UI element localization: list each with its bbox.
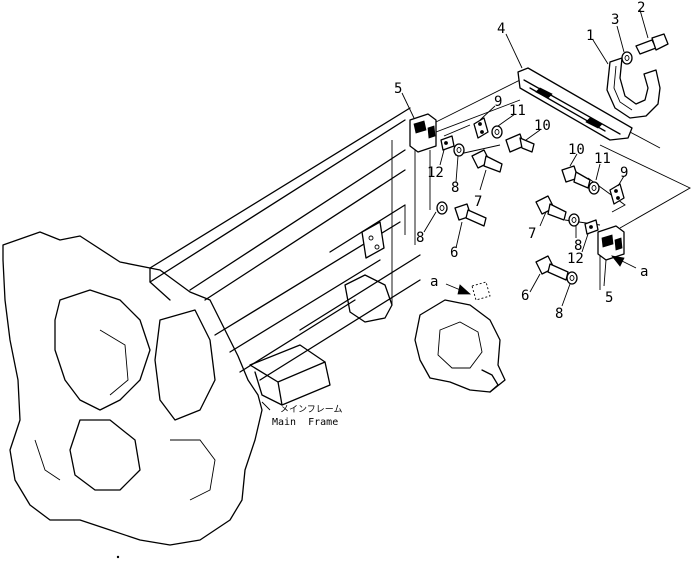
callout-5-right: 5 bbox=[605, 290, 613, 306]
spacer-left bbox=[440, 135, 455, 151]
callout-8-right-lower: 8 bbox=[555, 306, 563, 322]
callout-5-left: 5 bbox=[394, 81, 402, 97]
callout-9-left: 9 bbox=[494, 94, 502, 110]
stray-dot bbox=[116, 555, 120, 559]
washer-8-lower-left bbox=[436, 201, 448, 215]
link-plate-left bbox=[473, 117, 489, 139]
callout-9-right: 9 bbox=[620, 165, 628, 181]
callout-12-left: 12 bbox=[427, 165, 444, 181]
bolt-2 bbox=[635, 33, 669, 55]
callout-11-left: 11 bbox=[509, 103, 526, 119]
callout-labels: 2 3 1 4 5 9 11 10 12 8 7 8 6 10 11 9 7 8… bbox=[394, 0, 648, 322]
view-arrow-a-right bbox=[611, 255, 637, 269]
washer-8-upper-left bbox=[453, 143, 465, 157]
callout-10-right: 10 bbox=[568, 142, 585, 158]
main-frame-label-en: Main Frame bbox=[272, 417, 338, 428]
cover-plate bbox=[517, 67, 633, 141]
washer-8-lower-right bbox=[566, 271, 578, 285]
callout-2: 2 bbox=[637, 0, 645, 16]
bolt-6-right bbox=[535, 255, 569, 281]
callout-7-left: 7 bbox=[474, 194, 482, 210]
bracket-right bbox=[597, 225, 625, 261]
callout-8-right-upper: 8 bbox=[574, 238, 582, 254]
spacer-right bbox=[584, 219, 599, 235]
view-marker-a-right: a bbox=[640, 264, 648, 280]
callout-11-right: 11 bbox=[594, 151, 611, 167]
callout-8-left-lower: 8 bbox=[416, 230, 424, 246]
main-frame-label-jp: メインフレーム bbox=[280, 404, 342, 415]
view-arrow-a-left bbox=[445, 281, 491, 301]
link-plate-right bbox=[609, 183, 625, 205]
callout-1: 1 bbox=[586, 28, 594, 44]
callout-6-right: 6 bbox=[521, 288, 529, 304]
callout-10-left: 10 bbox=[534, 118, 551, 134]
washer-3 bbox=[621, 51, 633, 65]
leader-lines bbox=[401, 9, 649, 307]
view-marker-a-left: a bbox=[430, 274, 438, 290]
washer-8-upper-right bbox=[568, 213, 580, 227]
bracket-left bbox=[409, 113, 437, 153]
callout-7-right: 7 bbox=[528, 226, 536, 242]
bolt-7-right bbox=[535, 195, 567, 221]
main-frame-label: メインフレーム Main Frame bbox=[261, 401, 342, 428]
main-frame bbox=[2, 107, 506, 546]
bolt-10-left bbox=[505, 133, 535, 153]
callout-4: 4 bbox=[497, 21, 505, 37]
bolt-6-left bbox=[454, 203, 487, 227]
callout-3: 3 bbox=[611, 12, 619, 28]
bolt-7-left bbox=[471, 149, 503, 173]
bolt-10-right bbox=[561, 165, 591, 189]
washer-11-left bbox=[491, 125, 503, 139]
u-clamp bbox=[606, 57, 661, 119]
assembly-lines bbox=[414, 79, 691, 290]
callout-12-right: 12 bbox=[567, 251, 584, 267]
callout-8-left-upper: 8 bbox=[451, 180, 459, 196]
washer-11-right bbox=[588, 181, 600, 195]
callout-6-left: 6 bbox=[450, 245, 458, 261]
